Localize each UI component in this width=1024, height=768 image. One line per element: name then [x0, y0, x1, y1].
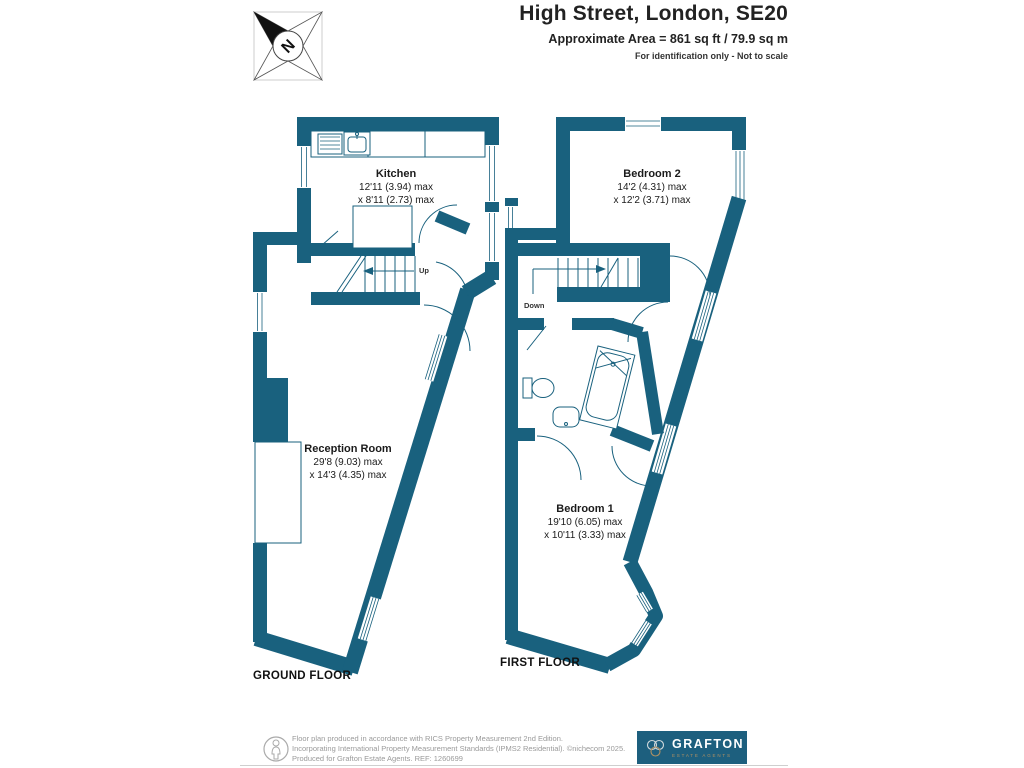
grafton-logo-name: GRAFTON: [672, 736, 745, 751]
header: High Street, London, SE20 Approximate Ar…: [519, 2, 788, 61]
bottom-rule: [240, 765, 788, 766]
kitchen-unit: [352, 205, 413, 249]
bathtub-icon: [579, 345, 636, 430]
bathroom: [505, 318, 664, 481]
grafton-logo-tagline: ESTATE AGENTS: [672, 752, 732, 758]
stairs-first: [532, 257, 639, 294]
footer-disclaimer-line2: Incorporating International Property Mea…: [292, 744, 626, 753]
alcove: [254, 441, 302, 544]
grafton-logo: GRAFTON ESTATE AGENTS: [637, 731, 747, 764]
toilet-icon: [522, 377, 533, 399]
page-title: High Street, London, SE20: [519, 2, 788, 25]
grafton-rings-icon: [646, 739, 665, 757]
rics-person-icon: [263, 736, 289, 762]
page-subtitle: Approximate Area = 861 sq ft / 79.9 sq m: [548, 32, 788, 46]
first-floor-plan: [505, 117, 748, 674]
room-label-bedroom2: Bedroom 2 14'2 (4.31) max x 12'2 (3.71) …: [613, 168, 691, 206]
ground-floor-plan: [253, 117, 499, 676]
page-note: For identification only - Not to scale: [634, 51, 788, 61]
stairs-up-label: Up: [419, 266, 429, 275]
chimney-breast: [253, 378, 288, 442]
stairs-down-label: Down: [524, 301, 545, 310]
room-label-reception: Reception Room 29'8 (9.03) max x 14'3 (4…: [304, 443, 392, 481]
room-label-kitchen: Kitchen 12'11 (3.94) max x 8'11 (2.73) m…: [357, 168, 435, 206]
footer-disclaimer-line1: Floor plan produced in accordance with R…: [292, 734, 563, 743]
footer-disclaimer-line3: Produced for Grafton Estate Agents. REF:…: [292, 754, 463, 763]
floor-label-ground: GROUND FLOOR: [253, 670, 352, 682]
room-label-bedroom1: Bedroom 1 19'10 (6.05) max x 10'11 (3.33…: [544, 503, 626, 541]
footer-disclaimer: Floor plan produced in accordance with R…: [292, 734, 625, 764]
kitchen-counter: [310, 130, 486, 158]
stairs-ground: [336, 255, 416, 293]
compass-icon: N: [252, 10, 324, 82]
floor-label-first: FIRST FLOOR: [500, 657, 580, 669]
sink-basin-icon: [552, 406, 580, 428]
